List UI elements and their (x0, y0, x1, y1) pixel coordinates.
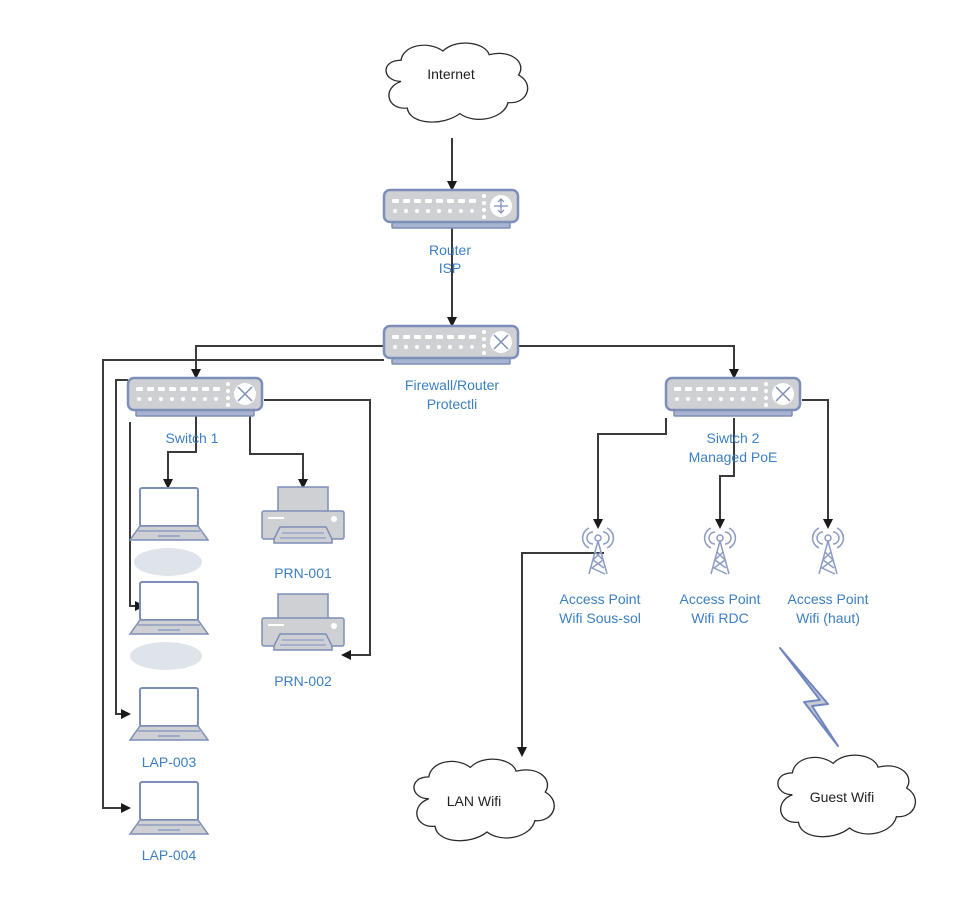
edge-switch2-ap-soussol (593, 418, 667, 529)
redacted-label (130, 642, 202, 670)
printer-icon (261, 486, 345, 544)
edge-switch2-ap-rdc (715, 418, 735, 529)
wireless-link-icon (779, 647, 839, 747)
router-isp-label-line1: Router (429, 242, 471, 258)
node-prn001[interactable] (261, 486, 345, 544)
node-lan-wifi[interactable]: LAN Wifi (413, 758, 555, 842)
node-switch1[interactable] (126, 376, 264, 418)
antenna-tower-icon (811, 527, 845, 575)
edges (102, 138, 833, 813)
printer-icon (261, 593, 345, 651)
ap-haut-label-line2: Wifi (haut) (796, 610, 860, 626)
node-switch2[interactable] (664, 376, 802, 418)
laptop-icon (129, 487, 209, 541)
node-laptop1[interactable] (129, 487, 209, 541)
edge-switch1-laptop2 (129, 422, 145, 611)
firewall-label-line2: Protectli (427, 396, 478, 412)
antenna-tower-icon (703, 527, 737, 575)
edge-firewall-switch1 (191, 345, 384, 379)
edge-switch1-prn001 (249, 416, 308, 489)
laptop-icon (129, 581, 209, 635)
edge-switch2-ap-haut (802, 399, 833, 529)
edge-firewall-lap004 (102, 359, 384, 813)
node-router-isp[interactable] (382, 188, 520, 230)
node-ap-rdc[interactable] (703, 527, 737, 575)
edge-ap-soussol-lanwifi (517, 552, 604, 757)
edge-switch1-prn002 (264, 399, 371, 660)
ap-soussol-label-line2: Wifi Sous-sol (559, 610, 641, 626)
ap-soussol-label-line1: Access Point (560, 591, 641, 607)
switch1-label: Switch 1 (166, 430, 219, 446)
prn001-label: PRN-001 (274, 565, 332, 581)
redacted-label (134, 548, 202, 576)
cloud-icon (385, 42, 529, 123)
antenna-tower-icon (581, 527, 615, 575)
node-prn002[interactable] (261, 593, 345, 651)
laptop-icon (129, 781, 209, 835)
guest-wifi-label: Guest Wifi (810, 789, 875, 805)
laptop-icon (129, 687, 209, 741)
internet-label: Internet (427, 66, 475, 82)
lan-wifi-label: LAN Wifi (447, 793, 501, 809)
router-icon (382, 188, 520, 230)
node-guest-wifi[interactable]: Guest Wifi (777, 754, 917, 838)
switch2-label-line2: Managed PoE (689, 449, 778, 465)
ap-rdc-label-line2: Wifi RDC (691, 610, 749, 626)
ap-rdc-label-line1: Access Point (680, 591, 761, 607)
node-internet[interactable]: Internet (385, 42, 529, 123)
node-lap004[interactable] (129, 781, 209, 835)
edge-firewall-switch2 (518, 345, 739, 379)
node-ap-soussol[interactable] (581, 527, 615, 575)
ap-haut-label-line1: Access Point (788, 591, 869, 607)
router-isp-label-line2: ISP (439, 260, 462, 276)
prn002-label: PRN-002 (274, 673, 332, 689)
node-firewall[interactable] (382, 324, 520, 366)
edge-switch1-lap003 (115, 379, 131, 719)
node-laptop2[interactable] (129, 581, 209, 635)
edge-switch1-laptop1 (163, 416, 197, 489)
firewall-label-line1: Firewall/Router (405, 377, 499, 393)
lap003-label: LAP-003 (142, 754, 197, 770)
switch2-label-line1: Siwtch 2 (707, 430, 760, 446)
node-ap-haut[interactable] (811, 527, 845, 575)
node-lap003[interactable] (129, 687, 209, 741)
lap004-label: LAP-004 (142, 847, 197, 863)
